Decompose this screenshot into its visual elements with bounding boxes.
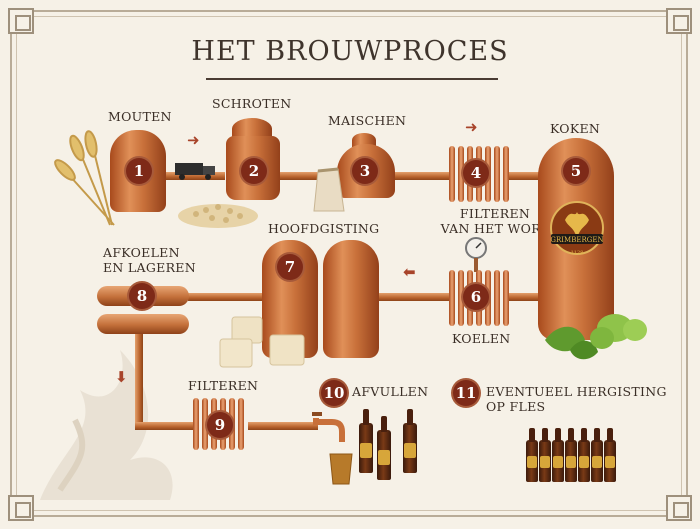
corner-ornament-bottom-left: [8, 495, 34, 521]
flow-arrow-icon: ⬇: [115, 369, 128, 386]
bottle-icon: [565, 428, 577, 482]
step-badge: 4: [463, 160, 489, 186]
pipe: [135, 333, 143, 428]
step-3-label: MAISCHEN: [328, 113, 407, 128]
bottle-icon: [403, 409, 417, 473]
tap-icon: [312, 412, 353, 485]
step-badge: 7: [277, 254, 303, 280]
step-11-label-line1: EVENTUEEL HERGISTING: [486, 384, 667, 399]
bottle-icon: [591, 428, 603, 482]
grimbergen-emblem: GRIMBERGEN 1128: [550, 201, 604, 256]
step-badge: 3: [352, 158, 378, 184]
malt-sack-icon: [313, 167, 345, 212]
bottle-icon: [552, 428, 564, 482]
step-badge: 2: [241, 158, 267, 184]
step-badge: 11: [453, 380, 479, 406]
step-4-label-line2: VAN HET WORT: [440, 221, 550, 236]
bottle-icon: [539, 428, 551, 482]
truck-icon: [175, 163, 215, 180]
pipe: [188, 293, 266, 301]
flow-arrow-icon: ➜: [465, 119, 478, 136]
step-1-label: MOUTEN: [108, 109, 172, 124]
grain-pile-icon: [178, 204, 258, 228]
bottle-icon: [359, 409, 373, 473]
step-8-label: AFKOELEN EN LAGEREN: [103, 245, 196, 275]
outer-frame: [10, 10, 688, 517]
bottle-icon: [377, 416, 391, 480]
step-4-label: FILTEREN VAN HET WORT: [440, 206, 550, 236]
step-8-label-line1: AFKOELEN: [103, 245, 180, 260]
fermentation-tank-2: [323, 240, 379, 358]
step-6-label: KOELEN: [452, 331, 511, 346]
wheat-icon: [54, 130, 115, 226]
bottle-icon: [604, 428, 616, 482]
step-8-label-line2: EN LAGEREN: [103, 260, 196, 275]
step-11-label-line2: OP FLES: [486, 399, 546, 414]
step-7-label: HOOFDGISTING: [268, 221, 380, 236]
pipe: [248, 422, 318, 430]
step-badge: 6: [463, 284, 489, 310]
step-2-label: SCHROTEN: [212, 96, 292, 111]
pipe: [395, 172, 450, 180]
mill-top: [232, 118, 272, 140]
step-badge: 8: [129, 283, 155, 309]
emblem-brand: GRIMBERGEN: [550, 236, 603, 244]
step-badge: 9: [207, 412, 233, 438]
corner-ornament-top-right: [666, 8, 692, 34]
bottle-row: [526, 428, 618, 482]
glass-icon: [329, 453, 353, 485]
corner-ornament-top-left: [8, 8, 34, 34]
step-5-label: KOKEN: [550, 121, 601, 136]
flow-arrow-icon: ➜: [187, 132, 200, 149]
pressure-gauge-icon: [465, 237, 487, 272]
inner-frame: [16, 16, 682, 511]
pipe: [165, 172, 225, 180]
step-9-label: FILTEREN: [188, 378, 259, 393]
bottle-icon: [578, 428, 590, 482]
mash-tun-top: [352, 133, 376, 147]
step-11-label: EVENTUEEL HERGISTING OP FLES: [486, 384, 667, 414]
page-title: HET BROUWPROCES: [191, 36, 509, 67]
lagering-tank-2: [97, 314, 189, 334]
step-badge: 1: [126, 158, 152, 184]
corner-ornament-bottom-right: [666, 495, 692, 521]
emblem-year: 1128: [571, 250, 584, 256]
step-4-label-line1: FILTEREN: [459, 206, 531, 221]
pipe: [378, 293, 450, 301]
hops-icon: [545, 314, 647, 360]
title-underline: [206, 78, 498, 80]
step-badge: 5: [563, 158, 589, 184]
flow-arrow-icon: ⬅: [403, 264, 416, 281]
pipe: [135, 422, 195, 430]
step-10-label: AFVULLEN: [352, 384, 429, 399]
bottle-icon: [526, 428, 538, 482]
pipe: [505, 172, 545, 180]
step-badge: 10: [321, 380, 347, 406]
yeast-blocks-icon: [219, 316, 305, 368]
pipe: [278, 172, 348, 180]
pipe: [505, 293, 545, 301]
